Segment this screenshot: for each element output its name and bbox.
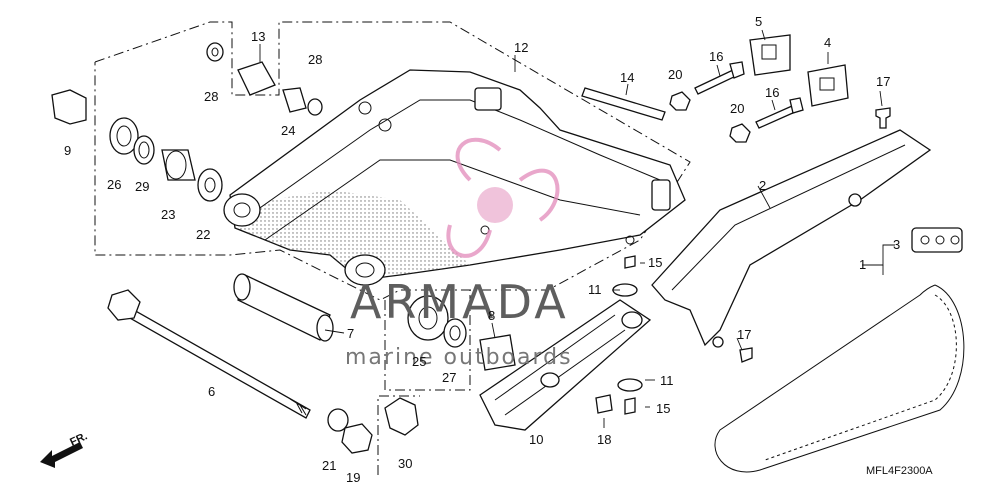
callout-16-lower: 16 xyxy=(765,85,779,100)
watermark-brand: ARMADA xyxy=(350,275,569,329)
callout-6: 6 xyxy=(208,384,215,399)
leader-lines xyxy=(259,29,895,428)
pivot-bolt xyxy=(107,289,311,419)
callout-1: 1 xyxy=(859,257,866,272)
callout-11-upper: 11 xyxy=(588,282,602,297)
callout-16-upper: 16 xyxy=(709,49,723,64)
callout-8: 8 xyxy=(488,308,495,323)
callout-27: 27 xyxy=(442,370,456,385)
callout-22: 22 xyxy=(196,227,210,242)
diagram-code: MFL4F2300A xyxy=(866,465,933,477)
callout-25: 25 xyxy=(412,354,426,369)
callout-24: 24 xyxy=(281,123,295,138)
forward-label: FR. xyxy=(68,430,89,448)
callout-3: 3 xyxy=(893,237,900,252)
callout-10: 10 xyxy=(529,432,543,447)
callout-11-lower: 11 xyxy=(660,373,674,388)
pivot-collar xyxy=(233,273,334,342)
callout-28-left: 28 xyxy=(204,89,218,104)
callouts: 1 2 3 4 5 6 7 8 9 10 11 11 12 13 14 15 1… xyxy=(64,14,900,485)
callout-28-right: 28 xyxy=(308,52,322,67)
callout-12: 12 xyxy=(514,40,528,55)
callout-7: 7 xyxy=(347,326,354,341)
callout-21: 21 xyxy=(322,458,336,473)
callout-17-lower: 17 xyxy=(737,327,751,342)
callout-14: 14 xyxy=(620,70,634,85)
callout-5: 5 xyxy=(755,14,762,29)
swingarm xyxy=(223,69,686,286)
chain-case xyxy=(651,129,932,348)
callout-15-lower: 15 xyxy=(656,401,670,416)
callout-23: 23 xyxy=(161,207,175,222)
nut-bracket xyxy=(377,395,420,475)
callout-4: 4 xyxy=(824,35,831,50)
callout-2: 2 xyxy=(759,178,766,193)
callout-30: 30 xyxy=(398,456,412,471)
callout-19: 19 xyxy=(346,470,360,485)
callout-29: 29 xyxy=(135,179,149,194)
drive-chain xyxy=(714,227,965,473)
callout-13: 13 xyxy=(251,29,265,44)
watermark: ARMADA marine outboards xyxy=(345,137,573,370)
callout-20-lower: 20 xyxy=(730,101,744,116)
callout-20-upper: 20 xyxy=(668,67,682,82)
watermark-tagline: marine outboards xyxy=(345,345,573,370)
forward-arrow: FR. xyxy=(40,430,89,468)
pivot-hardware xyxy=(51,42,516,454)
slider-fasteners xyxy=(595,255,643,415)
assembly-boundary-lower xyxy=(384,290,471,391)
assembly-boundary xyxy=(94,21,691,301)
chain-slider xyxy=(479,299,652,431)
upper-hardware xyxy=(581,34,891,363)
callout-17-upper: 17 xyxy=(876,74,890,89)
callout-9: 9 xyxy=(64,143,71,158)
callout-18: 18 xyxy=(597,432,611,447)
callout-15-upper: 15 xyxy=(648,255,662,270)
callout-26: 26 xyxy=(107,177,121,192)
